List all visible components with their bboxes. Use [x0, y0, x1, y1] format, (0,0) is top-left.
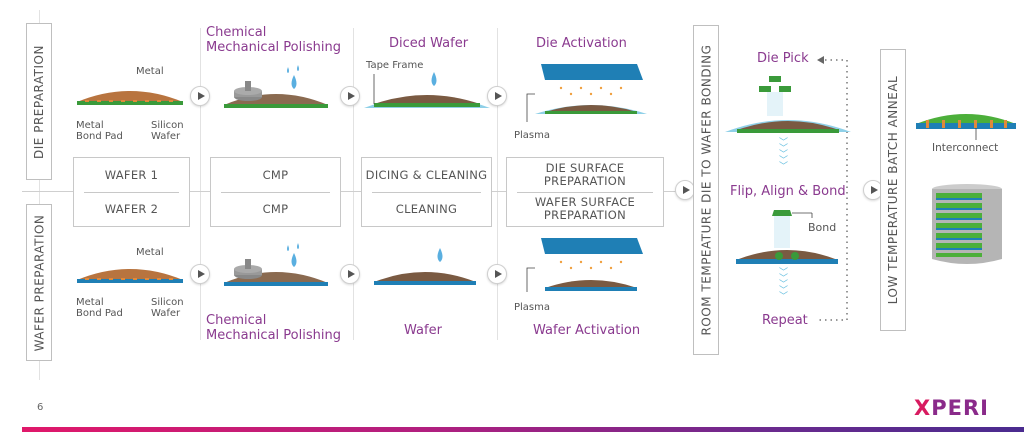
flow-arrow-icon — [340, 86, 360, 106]
die-activation-illustration — [526, 64, 647, 122]
step-box-cmp: CMP CMP — [210, 157, 341, 227]
logo-x: X — [914, 396, 932, 420]
die-cmp-illustration — [224, 65, 328, 108]
silicon-line1: Silicon — [151, 297, 184, 308]
plasma-label: Plasma — [514, 130, 551, 141]
bond-pad-line2: Bond Pad — [76, 308, 123, 319]
step-top-label: DIE SURFACE PREPARATION — [543, 161, 627, 188]
xperi-logo: XPERI — [914, 396, 989, 420]
bond-pad-line1: Metal — [76, 120, 104, 131]
step-divider — [84, 192, 179, 193]
bond-pad-line1: Metal — [76, 297, 104, 308]
bonding-stage-text: ROOM TEMPEATURE DIE TO WAFER BONDING — [699, 44, 713, 336]
step-divider — [372, 192, 481, 193]
die-wafer-illustration — [77, 91, 183, 105]
die-pick-illustration — [725, 76, 851, 133]
divider-line — [39, 10, 40, 380]
downward-chevrons-icon: ﹀﹀﹀﹀﹀ — [779, 268, 789, 302]
step-box-surface-prep: DIE SURFACE PREPARATION WAFER SURFACE PR… — [506, 157, 664, 227]
metal-label: Metal — [136, 247, 164, 258]
step-box-wafer: WAFER 1 WAFER 2 — [73, 157, 190, 227]
cmp-title-line1: Chemical — [206, 25, 267, 40]
interconnect-label: Interconnect — [932, 142, 999, 154]
footer-gradient-bar — [22, 427, 1024, 432]
downward-chevrons-icon: ﹀﹀﹀﹀﹀ — [779, 138, 789, 172]
flow-arrow-icon — [340, 264, 360, 284]
die-preparation-label: DIE PREPARATION — [26, 23, 52, 180]
die-preparation-text: DIE PREPARATION — [32, 44, 46, 159]
cmp-title-line2: Mechanical Polishing — [206, 328, 341, 343]
wafer-title: Wafer — [404, 323, 442, 338]
anneal-stage-label: LOW TEMPERATURE BATCH ANNEAL — [880, 49, 906, 331]
wafer-cmp-illustration — [224, 243, 328, 286]
diced-wafer-illustration — [364, 72, 490, 108]
bonding-stage-label: ROOM TEMPEATURE DIE TO WAFER BONDING — [693, 25, 719, 355]
wafer-activation-title: Wafer Activation — [533, 323, 641, 338]
step-bottom-label: WAFER 2 — [104, 201, 159, 216]
divider-line — [22, 191, 692, 192]
step-bottom-label: CLEANING — [395, 201, 458, 216]
repeat-loop-dotted-arrow — [817, 56, 848, 321]
step-divider — [221, 192, 330, 193]
silicon-line2: Wafer — [151, 308, 181, 319]
divider-line — [200, 28, 201, 340]
bond-illustration — [736, 210, 838, 264]
cleaned-wafer-illustration — [374, 248, 476, 285]
tape-frame-label: Tape Frame — [366, 60, 424, 71]
flow-arrow-icon — [675, 180, 695, 200]
step-top-label: WAFER 1 — [104, 167, 159, 182]
cmp-title-line2: Mechanical Polishing — [206, 40, 341, 55]
flow-arrow-icon — [487, 264, 507, 284]
step-box-dicing: DICING & CLEANING CLEANING — [361, 157, 492, 227]
step-top-label: CMP — [262, 167, 289, 182]
wafer-preparation-label: WAFER PREPARATION — [26, 204, 52, 361]
diced-wafer-title: Diced Wafer — [389, 36, 469, 51]
bond-pad-line2: Bond Pad — [76, 131, 123, 142]
flow-arrow-icon — [190, 86, 210, 106]
bonded-stack-illustration — [916, 114, 1016, 140]
bond-label: Bond — [808, 221, 837, 234]
flow-arrow-icon — [190, 264, 210, 284]
page-number: 6 — [37, 402, 44, 413]
anneal-stage-text: LOW TEMPERATURE BATCH ANNEAL — [886, 75, 900, 305]
flow-arrow-icon — [487, 86, 507, 106]
step-bottom-label: WAFER SURFACE PREPARATION — [534, 195, 636, 222]
cmp-title-line1: Chemical — [206, 313, 267, 328]
silicon-line2: Wafer — [151, 131, 181, 142]
logo-rest: PERI — [931, 396, 989, 420]
plasma-label: Plasma — [514, 302, 551, 313]
step-top-label: DICING & CLEANING — [365, 167, 488, 182]
metal-label: Metal — [136, 66, 164, 77]
die-activation-title: Die Activation — [536, 36, 627, 51]
repeat-label: Repeat — [762, 313, 808, 328]
die-pick-label: Die Pick — [757, 51, 809, 66]
flip-align-bond-label: Flip, Align & Bond — [730, 184, 846, 199]
silicon-line1: Silicon — [151, 120, 184, 131]
wafer-preparation-text: WAFER PREPARATION — [32, 214, 46, 351]
divider-line — [497, 28, 498, 340]
wafer-activation-illustration — [526, 238, 643, 292]
divider-line — [353, 28, 354, 340]
batch-anneal-furnace-illustration — [932, 184, 1002, 264]
step-bottom-label: CMP — [262, 201, 289, 216]
target-wafer-illustration — [77, 269, 183, 283]
step-divider — [517, 192, 653, 193]
